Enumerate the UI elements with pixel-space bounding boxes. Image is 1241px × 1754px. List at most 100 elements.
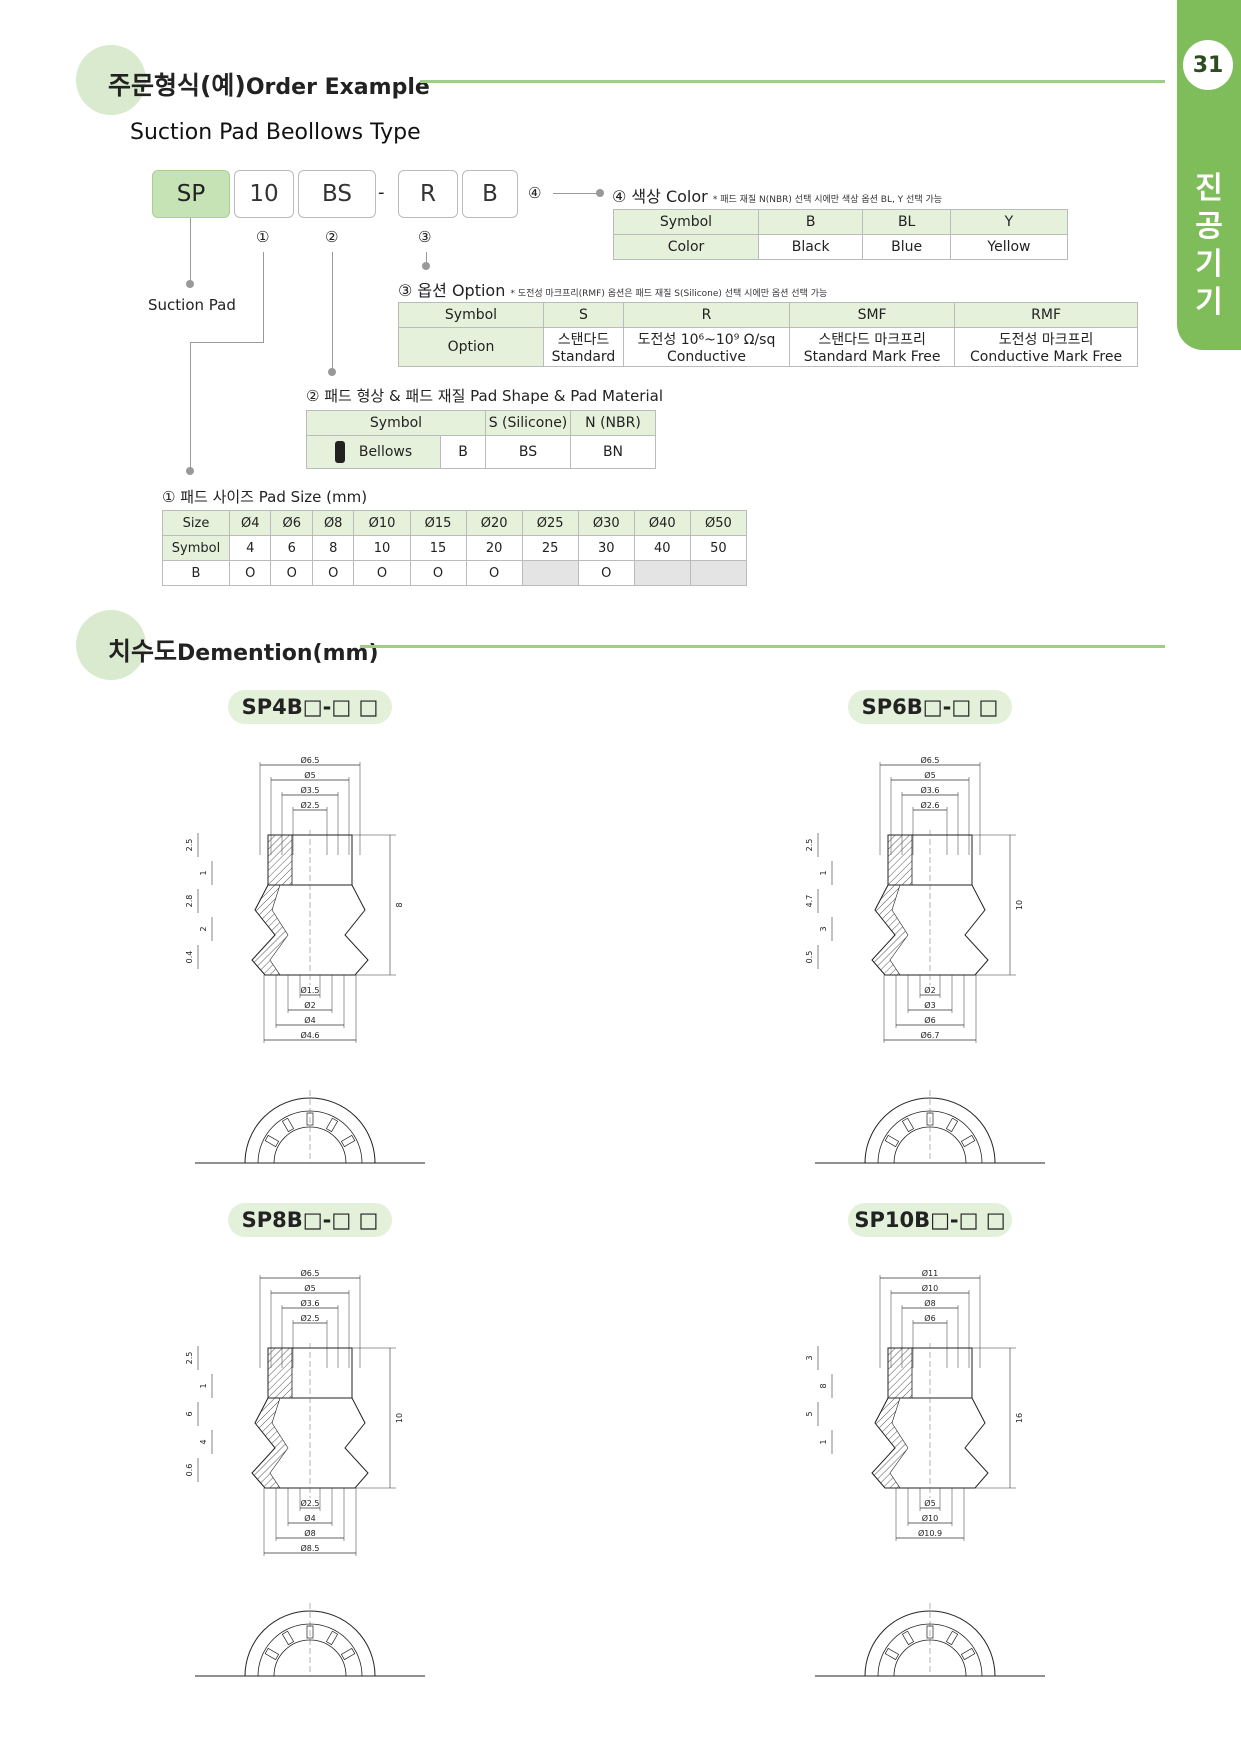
color-table: Symbol B BL Y Color Black Blue Yellow <box>613 209 1069 260</box>
section-title-order: 주문형식(예)Order Example <box>108 71 430 100</box>
bellows-section-hatch <box>871 884 909 976</box>
symbol-cell: 6 <box>270 535 313 561</box>
rib-slot <box>901 1117 915 1133</box>
availability-cell <box>633 560 691 586</box>
connector-line <box>190 342 191 470</box>
size-cell: Ø10 <box>353 510 411 536</box>
dimension-label: Ø4 <box>304 1015 315 1025</box>
dimension-label: Ø5 <box>924 770 935 780</box>
dimension-label: 16 <box>1015 1413 1024 1423</box>
rib-slot <box>884 1647 900 1661</box>
availability-cell: O <box>270 560 313 586</box>
marker-3: ③ <box>418 228 432 246</box>
connector-line <box>190 342 264 343</box>
availability-cell: O <box>228 560 272 586</box>
dimension-label: 5 <box>805 1411 814 1416</box>
rib-slot <box>325 1630 339 1646</box>
availability-cell: O <box>353 560 411 586</box>
dimension-label: Ø3.6 <box>300 1298 319 1308</box>
dimension-label: 2.8 <box>185 895 194 908</box>
connector-dot <box>186 280 194 288</box>
connector-line <box>263 252 264 342</box>
dimension-label: 1 <box>199 1383 208 1388</box>
dimension-label: 2.5 <box>805 839 814 852</box>
dimension-label: Ø10 <box>922 1283 938 1293</box>
connector-line <box>426 252 427 264</box>
dimension-label: 1 <box>199 870 208 875</box>
pad-section-hatch <box>267 834 293 886</box>
dimension-label: 2.5 <box>185 1352 194 1365</box>
bellows-pad-icon <box>334 441 345 463</box>
connector-dot <box>422 262 430 270</box>
shape-table: Symbol S (Silicone) N (NBR) Bellows B BS… <box>306 410 656 469</box>
dimension-label: Ø2.6 <box>920 800 939 810</box>
size-cell: Ø20 <box>465 510 523 536</box>
rib-slot <box>264 1134 280 1148</box>
bottom-view-outer <box>864 1610 996 1677</box>
marker-4: ④ <box>528 184 542 202</box>
connector-dot <box>186 467 194 475</box>
rib-slot <box>325 1117 339 1133</box>
symbol-cell: 15 <box>409 535 467 561</box>
symbol-cell: 25 <box>521 535 579 561</box>
dimension-label: 0.5 <box>805 951 814 964</box>
rib-slot <box>306 1625 314 1639</box>
code-dash: - <box>378 182 385 203</box>
rib-slot <box>281 1117 295 1133</box>
availability-cell <box>689 560 748 586</box>
dimension-label: 2.5 <box>185 839 194 852</box>
code-box-size: 10 <box>234 170 294 218</box>
dimension-label: Ø6.5 <box>300 755 319 765</box>
shape-title: ② 패드 형상 & 패드 재질 Pad Shape & Pad Material <box>306 387 663 405</box>
dimension-label: Ø6.5 <box>920 755 939 765</box>
dimension-label: 3 <box>819 926 828 931</box>
dimension-label: Ø5 <box>304 1283 315 1293</box>
dimension-label: Ø8.5 <box>300 1543 319 1553</box>
symbol-cell: 30 <box>577 535 635 561</box>
side-category-label: 진 공 기 기 <box>1195 171 1223 320</box>
dimension-label: 0.4 <box>185 951 194 964</box>
pad-section-hatch <box>267 1347 293 1399</box>
dimension-label: Ø6 <box>924 1015 935 1025</box>
dimension-label: Ø5 <box>924 1498 935 1508</box>
dimension-label: 6 <box>185 1411 194 1416</box>
code-box-color: B <box>462 170 518 218</box>
size-cell: Ø50 <box>689 510 748 536</box>
availability-cell: O <box>465 560 523 586</box>
dimension-label: Ø11 <box>922 1268 938 1278</box>
section-divider <box>360 645 1165 648</box>
section-divider <box>420 80 1165 83</box>
drawing-caption-sp8b: SP8B□-□ □ <box>228 1203 392 1237</box>
size-cell: Ø25 <box>521 510 579 536</box>
rib-slot <box>306 1112 314 1126</box>
symbol-cell: 40 <box>633 535 691 561</box>
marker-1: ① <box>256 228 270 246</box>
dimension-label: 10 <box>395 1413 404 1423</box>
size-cell: Ø4 <box>228 510 272 536</box>
rib-slot <box>264 1647 280 1661</box>
rib-slot <box>926 1112 934 1126</box>
dimension-label: Ø4 <box>304 1513 315 1523</box>
connector-line <box>553 193 599 194</box>
dimension-label: 8 <box>395 902 404 907</box>
drawing-caption-sp10b: SP10B□-□ □ <box>848 1203 1012 1237</box>
pad-section-hatch <box>887 1347 913 1399</box>
connector-dot <box>596 189 604 197</box>
symbol-cell: 4 <box>228 535 272 561</box>
section-decoration <box>76 45 146 115</box>
rib-slot <box>945 1630 959 1646</box>
dimension-label: 10 <box>1015 900 1024 910</box>
bottom-view-outer <box>244 1610 376 1677</box>
symbol-cell: 20 <box>465 535 523 561</box>
dimension-label: Ø2.5 <box>300 800 319 810</box>
dimension-label: Ø5 <box>304 770 315 780</box>
section-decoration <box>76 610 146 680</box>
dimension-label: Ø6 <box>924 1313 935 1323</box>
size-title: ① 패드 사이즈 Pad Size (mm) <box>162 488 368 506</box>
rib-slot <box>945 1117 959 1133</box>
dimension-label: Ø10.9 <box>918 1528 942 1538</box>
